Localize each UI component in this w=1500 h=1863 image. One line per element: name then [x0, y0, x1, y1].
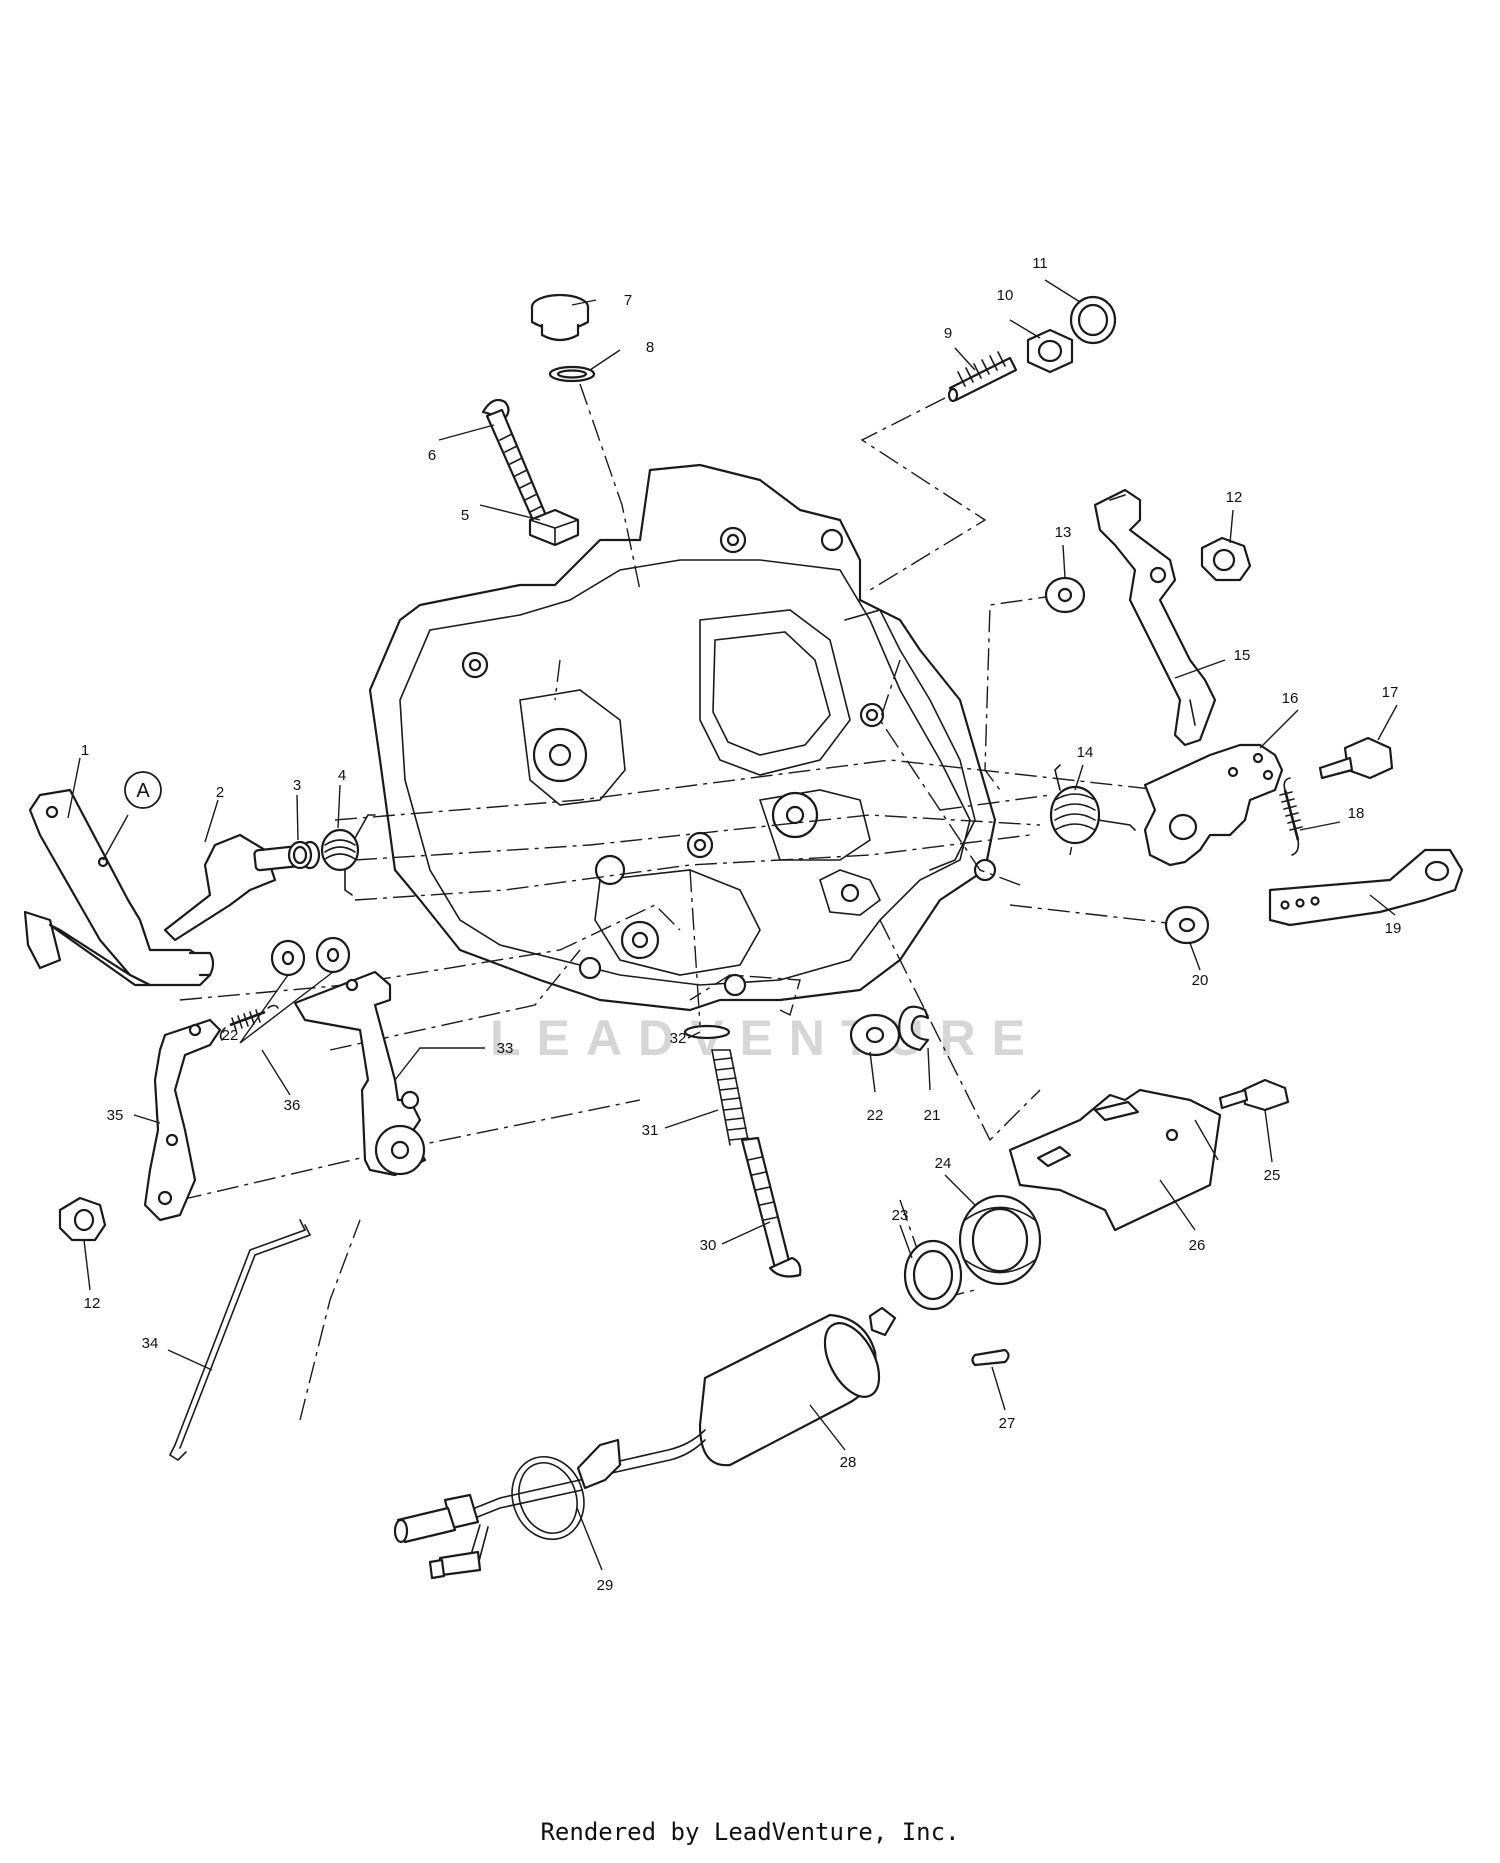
- part-17-bolt: [1318, 736, 1394, 780]
- callout-27: 27: [999, 1415, 1016, 1432]
- watermark-text: LEADVENTURE: [490, 1010, 1041, 1066]
- part-18-spring: [1279, 777, 1303, 856]
- part-32-washer: [683, 1024, 731, 1040]
- callout-leaders: [67, 279, 1398, 1571]
- callout-7: 7: [624, 292, 632, 309]
- callout-34: 34: [142, 1335, 159, 1352]
- part-19-link: [1268, 848, 1464, 927]
- callout-32: 32: [670, 1030, 687, 1047]
- part-4-spring: [320, 814, 376, 896]
- callout-23: 23: [892, 1207, 909, 1224]
- part-25-bolt: [1218, 1078, 1290, 1112]
- callout-8: 8: [646, 339, 654, 356]
- callout-18: 18: [1348, 805, 1365, 822]
- part-3-o-ring-inner: [292, 845, 308, 865]
- part-15-lever-plate: [1093, 488, 1217, 747]
- part-20-washer-hole: [1178, 917, 1196, 933]
- callout-16: 16: [1282, 690, 1299, 707]
- part-24-bushing: [958, 1194, 1042, 1286]
- callout-36: 36: [284, 1097, 301, 1114]
- footer-credit: Rendered by LeadVenture, Inc.: [540, 1818, 960, 1846]
- part-12-nut-left: [58, 1196, 107, 1242]
- part-35-lever: [143, 1018, 222, 1222]
- callout-13: 13: [1055, 524, 1072, 541]
- callout-12-left: 12: [84, 1295, 101, 1312]
- part-6-bolt: [481, 398, 554, 538]
- callout-1: 1: [81, 742, 89, 759]
- callout-14: 14: [1077, 744, 1094, 761]
- callout-28: 28: [840, 1454, 857, 1471]
- part-27-pin: [971, 1348, 1010, 1367]
- callout-10: 10: [997, 287, 1014, 304]
- callout-17: 17: [1382, 684, 1399, 701]
- callout-35: 35: [107, 1107, 124, 1124]
- callout-numbers: 1 2 3 4 5 6 7 8 9 10 11 12 13 14 15 16 1…: [81, 255, 1402, 1594]
- part-9-screw: [947, 351, 1018, 403]
- part-22-washer-b-hole: [326, 947, 340, 963]
- part-14-spring: [1049, 764, 1136, 845]
- callout-6: 6: [428, 447, 436, 464]
- callout-31: 31: [642, 1122, 659, 1139]
- part-34-rod: [168, 1219, 312, 1462]
- callout-29: 29: [597, 1577, 614, 1594]
- callout-19: 19: [1385, 920, 1402, 937]
- part-5-nut: [528, 508, 580, 547]
- part-22-washer-a-hole: [281, 950, 295, 966]
- callout-4: 4: [338, 767, 346, 784]
- part-12-nut-right: [1200, 536, 1252, 582]
- callout-15: 15: [1234, 647, 1251, 664]
- part-30-bolt: [740, 1136, 802, 1278]
- part-16-lever: [1143, 743, 1284, 867]
- part-13-washer-hole: [1057, 587, 1073, 603]
- callout-3: 3: [293, 777, 301, 794]
- part-23-ring-inner: [912, 1249, 954, 1301]
- callout-11: 11: [1032, 255, 1048, 272]
- part-33-bracket: [293, 970, 427, 1177]
- part-29-clamp: [393, 1438, 622, 1580]
- part-11-washer-inner: [1077, 303, 1109, 337]
- part-8-gasket-hole: [556, 369, 588, 379]
- part-26-bracket: [1008, 1088, 1222, 1232]
- alignment-lines: [179, 383, 1186, 1421]
- callout-26: 26: [1189, 1237, 1206, 1254]
- part-36-spring: [219, 1004, 279, 1041]
- callout-9: 9: [944, 325, 952, 342]
- callout-30: 30: [700, 1237, 717, 1254]
- callout-20: 20: [1192, 972, 1209, 989]
- callout-33: 33: [497, 1040, 514, 1057]
- callout-12-right: 12: [1226, 489, 1243, 506]
- part-28-solenoid: [579, 1306, 897, 1481]
- part-7-plug: [530, 293, 590, 342]
- callout-a-label: A: [136, 780, 150, 802]
- part-21-clip: [898, 1005, 930, 1052]
- callout-22-left: 22: [222, 1027, 239, 1044]
- callout-21: 21: [924, 1107, 941, 1124]
- part-22-washer-c-hole: [865, 1026, 885, 1044]
- callout-24: 24: [935, 1155, 952, 1172]
- callout-22-center: 22: [867, 1107, 884, 1124]
- callout-5: 5: [461, 507, 469, 524]
- part-31-spring: [711, 1049, 749, 1146]
- part-1-lever: [23, 788, 215, 987]
- callout-2: 2: [216, 784, 224, 801]
- callout-a-marker: A: [124, 771, 162, 809]
- callout-25: 25: [1264, 1167, 1281, 1184]
- engine-housing: [368, 463, 997, 1012]
- part-10-nut: [1026, 328, 1074, 374]
